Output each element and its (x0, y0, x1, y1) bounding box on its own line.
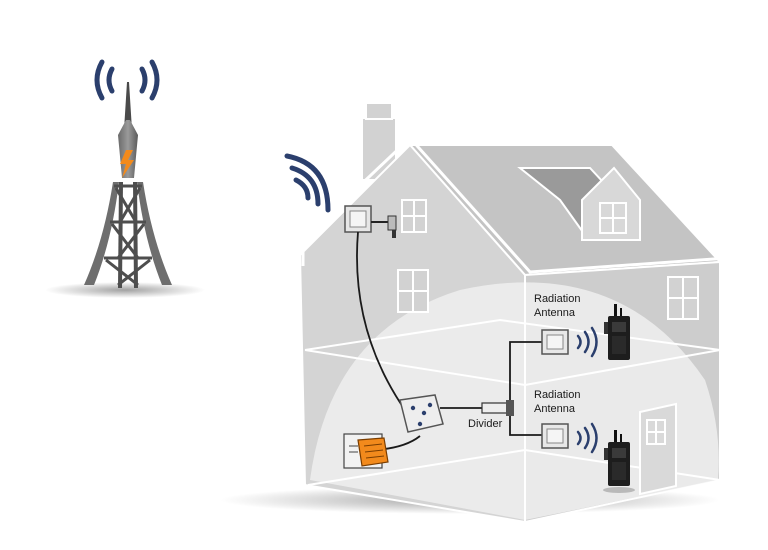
label-line: Antenna (534, 403, 576, 415)
window-upper-left (401, 199, 427, 233)
power-supply (343, 433, 389, 469)
indoor-antenna-upper (541, 329, 569, 355)
outdoor-signal-waves-icon (284, 153, 331, 213)
coax-cables (356, 231, 542, 451)
divider-label: Divider (468, 418, 503, 430)
lightning-bolt-icon (120, 150, 134, 178)
indoor-antenna-lower (541, 423, 569, 449)
window-middle-left (397, 269, 429, 313)
radiation-antenna-lower-label: Radiation Antenna (534, 389, 584, 415)
label-line: Radiation (534, 293, 580, 305)
label-line: Radiation (534, 389, 580, 401)
radiation-antenna-upper-label: Radiation Antenna (534, 293, 584, 319)
divider-splitter (481, 400, 514, 416)
walkie-talkie-icon (603, 430, 635, 493)
indoor-signal-waves-lower-icon (576, 422, 598, 454)
front-door (639, 402, 677, 496)
window-right (667, 276, 699, 320)
label-line: Antenna (534, 307, 576, 319)
signal-repeater-icon (399, 394, 444, 433)
walkie-talkie-icon (604, 304, 630, 360)
tower-shadow (45, 282, 205, 298)
indoor-signal-waves-upper-icon (576, 326, 598, 358)
tower-signal-waves-icon (94, 59, 160, 101)
cell-tower-icon (84, 59, 172, 288)
outdoor-donor-antenna (344, 205, 397, 238)
